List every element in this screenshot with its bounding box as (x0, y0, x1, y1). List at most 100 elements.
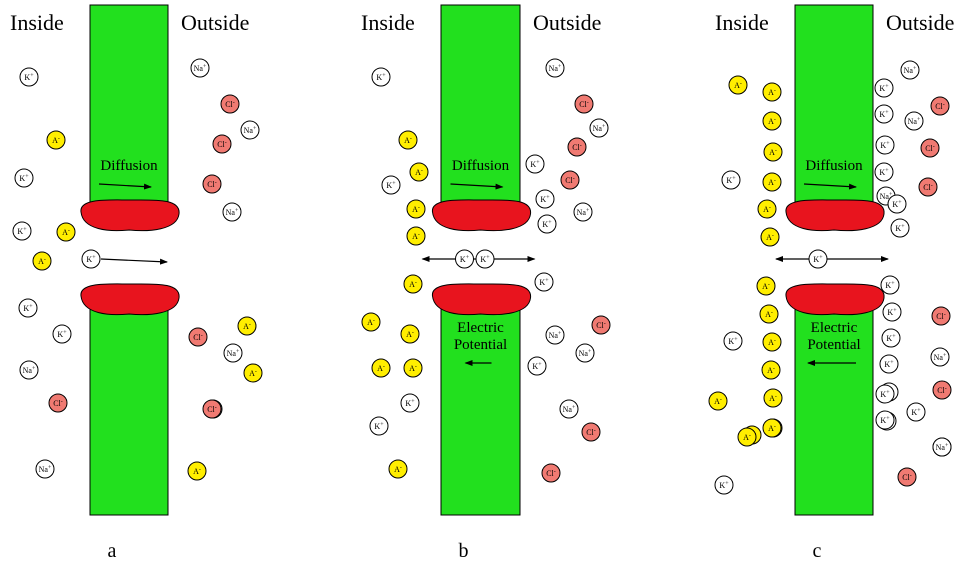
membrane-upper (89, 4, 169, 216)
channel-ion (808, 249, 828, 269)
svg-text:Na+: Na+ (936, 443, 949, 452)
channel-ion-label: K+ (460, 255, 470, 264)
ion-k: K+ (369, 416, 389, 436)
svg-text:K+: K+ (530, 160, 540, 169)
ion-a: A- (398, 130, 418, 150)
ion-k: K+ (14, 168, 34, 188)
svg-text:K+: K+ (886, 334, 896, 343)
ion-a: A- (403, 358, 423, 378)
ion-cl: Cl- (581, 422, 601, 442)
svg-text:A-: A- (394, 465, 402, 474)
svg-text:K+: K+ (885, 281, 895, 290)
diffusion-arrow (803, 183, 857, 190)
svg-text:Na+: Na+ (593, 124, 606, 133)
ion-k: K+ (371, 67, 391, 87)
svg-text:K+: K+ (895, 224, 905, 233)
svg-text:K+: K+ (374, 422, 384, 431)
svg-text:A-: A- (768, 424, 776, 433)
diffusion-arrow (98, 183, 152, 190)
svg-text:K+: K+ (911, 408, 921, 417)
svg-text:Cl-: Cl- (902, 473, 912, 482)
membrane-lower (89, 304, 169, 516)
svg-text:A-: A- (734, 81, 742, 90)
ion-na: Na+ (240, 120, 260, 140)
ion-cl: Cl- (897, 467, 917, 487)
svg-text:Na+: Na+ (880, 192, 893, 201)
ion-a: A- (760, 227, 780, 247)
svg-text:K+: K+ (24, 73, 34, 82)
svg-text:A-: A- (766, 233, 774, 242)
ion-k: K+ (880, 275, 900, 295)
svg-text:Cl-: Cl- (925, 144, 935, 153)
ion-a: A- (237, 316, 257, 336)
svg-text:K+: K+ (539, 278, 549, 287)
svg-text:A-: A- (714, 397, 722, 406)
ion-a: A- (762, 172, 782, 192)
ion-a: A- (761, 360, 781, 380)
inside-label: Inside (10, 10, 64, 35)
ion-na: Na+ (223, 343, 243, 363)
svg-text:Na+: Na+ (194, 64, 207, 73)
channel-gate-upper (431, 199, 532, 232)
ion-k: K+ (475, 249, 495, 269)
ion-k: K+ (874, 104, 894, 124)
svg-text:Na+: Na+ (244, 126, 257, 135)
svg-text:A-: A- (62, 228, 70, 237)
svg-text:Cl-: Cl- (937, 386, 947, 395)
ion-a: A- (708, 391, 728, 411)
svg-text:A-: A- (768, 117, 776, 126)
ion-na: Na+ (575, 343, 595, 363)
svg-text:K+: K+ (376, 73, 386, 82)
ion-cl: Cl- (541, 463, 561, 483)
svg-text:Cl-: Cl- (579, 100, 589, 109)
channel-ion (81, 249, 101, 269)
svg-text:Cl-: Cl- (923, 183, 933, 192)
ion-a: A- (409, 162, 429, 182)
ion-na: Na+ (573, 202, 593, 222)
svg-text:Cl-: Cl- (565, 176, 575, 185)
ion-k: K+ (381, 175, 401, 195)
panel-label: c (813, 540, 822, 562)
membrane-upper (440, 4, 521, 216)
svg-text:Na+: Na+ (577, 208, 590, 217)
svg-text:Na+: Na+ (39, 465, 52, 474)
ion-k: K+ (534, 272, 554, 292)
ion-na: Na+ (559, 399, 579, 419)
membrane-upper (794, 4, 874, 216)
channel-gate-upper (80, 199, 180, 232)
ion-cl: Cl- (931, 306, 951, 326)
ion-k: K+ (881, 328, 901, 348)
ion-a: A- (46, 130, 66, 150)
svg-text:A-: A- (765, 310, 773, 319)
ion-a: A- (243, 363, 263, 383)
svg-text:A-: A- (193, 467, 201, 476)
ion-a: A- (56, 222, 76, 242)
svg-text:A-: A- (762, 282, 770, 291)
ion-na: Na+ (545, 58, 565, 78)
svg-text:K+: K+ (19, 174, 29, 183)
ion-na: Na+ (190, 58, 210, 78)
svg-text:A-: A- (763, 205, 771, 214)
svg-text:K+: K+ (892, 200, 902, 209)
panel-label: b (459, 540, 469, 562)
svg-text:Cl-: Cl- (596, 321, 606, 330)
svg-text:Na+: Na+ (549, 331, 562, 340)
ion-cl: Cl- (918, 177, 938, 197)
ion-a: A- (361, 312, 381, 332)
ion-a: A- (406, 226, 426, 246)
ion-a: A- (187, 461, 207, 481)
outside-label: Outside (533, 10, 601, 35)
svg-text:K+: K+ (887, 308, 897, 317)
ion-k: K+ (723, 331, 743, 351)
svg-text:A-: A- (409, 364, 417, 373)
svg-text:A-: A- (409, 280, 417, 289)
ion-a: A- (759, 304, 779, 324)
ion-k: K+ (714, 475, 734, 495)
svg-text:K+: K+ (884, 360, 894, 369)
ion-a: A- (406, 199, 426, 219)
svg-text:Na+: Na+ (908, 117, 921, 126)
channel-gate-lower (80, 283, 180, 316)
svg-text:K+: K+ (405, 399, 415, 408)
